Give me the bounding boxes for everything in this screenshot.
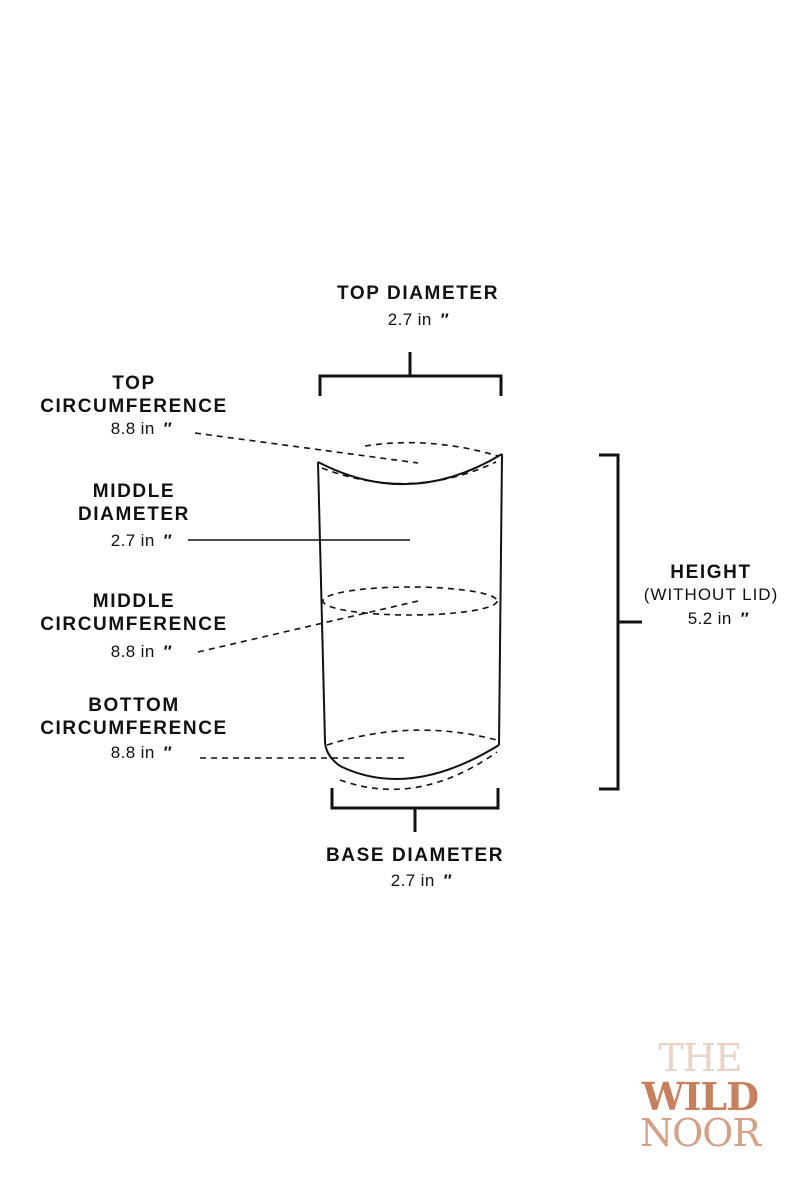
glass-right-wall: [498, 453, 503, 746]
top-ellipse-back: [364, 441, 499, 457]
brand-logo: THE WILD NOOR: [640, 1036, 764, 1155]
inch-mark: ″: [163, 743, 172, 762]
inch-mark: ″: [163, 642, 172, 661]
base-ellipse-back: [326, 729, 498, 746]
leader-lines: [188, 432, 419, 759]
glass-top-rim: [317, 453, 503, 486]
inch-mark: ″: [163, 419, 172, 438]
bottom-circumference-number: 8.8 in: [111, 743, 155, 762]
base-diameter-number: 2.7 in: [391, 871, 435, 890]
top-diameter-bracket: [318, 352, 503, 396]
top-diameter-value: 2.7 in ″: [388, 310, 449, 329]
top-circumference-line1: TOP: [112, 373, 156, 394]
logo-line-wild: WILD: [641, 1074, 758, 1119]
middle-circumference-value: 8.8 in ″: [111, 642, 172, 661]
base-diameter-title: BASE DIAMETER: [326, 845, 504, 866]
middle-circumference-number: 8.8 in: [111, 642, 155, 661]
height-number: 5.2 in: [688, 609, 732, 628]
top-diameter-number: 2.7 in: [388, 310, 432, 329]
inch-mark: ″: [163, 531, 172, 550]
top-circumference-number: 8.8 in: [111, 419, 155, 438]
inch-mark: ″: [440, 310, 449, 329]
height-title: HEIGHT: [670, 562, 751, 583]
bottom-circumference-line2: CIRCUMFERENCE: [40, 718, 228, 739]
top-circumference-value: 8.8 in ″: [111, 419, 172, 438]
logo-line-noor: NOOR: [640, 1111, 763, 1155]
inch-mark: ″: [443, 871, 452, 890]
middle-circumference-line1: MIDDLE: [93, 591, 175, 612]
height-value: 5.2 in ″: [688, 609, 749, 628]
middle-ellipse: [322, 586, 498, 616]
middle-diameter-line1: MIDDLE: [93, 481, 175, 502]
middle-diameter-line2: DIAMETER: [78, 504, 190, 525]
inch-mark: ″: [740, 609, 749, 628]
middle-diameter-number: 2.7 in: [111, 531, 155, 550]
bottom-circumference-value: 8.8 in ″: [111, 743, 172, 762]
top-diameter-title: TOP DIAMETER: [337, 283, 499, 304]
top-ellipse-front: [321, 461, 497, 485]
base-diameter-value: 2.7 in ″: [391, 871, 452, 890]
bottom-circumference-line1: BOTTOM: [88, 695, 180, 716]
dashed-ellipses: [321, 441, 499, 791]
top-circumference-leader: [194, 432, 419, 464]
logo-line-the: THE: [658, 1036, 741, 1080]
middle-circumference-line2: CIRCUMFERENCE: [40, 614, 228, 635]
middle-circumference-leader: [197, 600, 419, 653]
middle-diameter-value: 2.7 in ″: [111, 531, 172, 550]
top-circumference-line2: CIRCUMFERENCE: [40, 396, 228, 417]
base-diameter-bracket: [330, 788, 500, 832]
glass-base-rim: [339, 744, 500, 780]
height-bracket: [599, 453, 642, 791]
glass-left-wall: [317, 461, 341, 767]
height-note: (WITHOUT LID): [644, 585, 779, 604]
base-ellipse-front: [339, 751, 498, 791]
glass-outline: [317, 453, 503, 780]
